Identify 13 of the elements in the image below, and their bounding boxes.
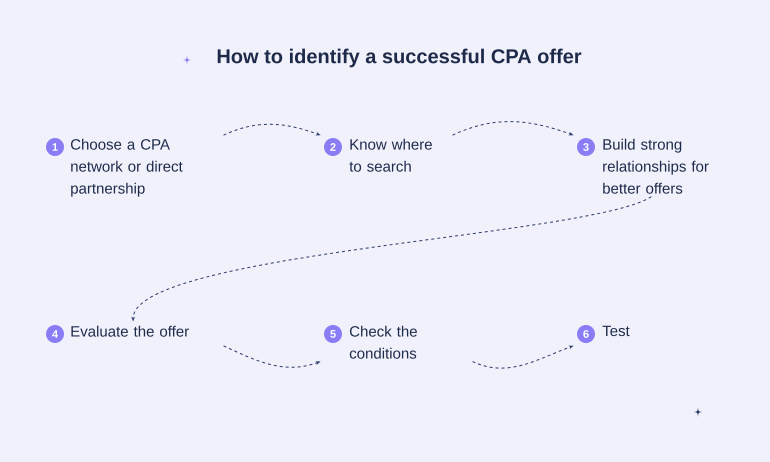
number-badge: 5	[324, 325, 342, 343]
step-text: Evaluate the offer	[71, 326, 189, 337]
number-badge: 4	[46, 325, 64, 343]
step-text: Know where to search	[349, 138, 432, 172]
step-text: Check the conditions	[350, 326, 417, 359]
number-badge: 3	[577, 138, 595, 156]
number-badge: 6	[577, 325, 595, 343]
title: How to identify a successful CPA offer	[218, 48, 582, 68]
number-badge: 2	[324, 138, 342, 156]
step-text: Choose a CPA network or direct partnership	[70, 138, 183, 197]
step-text: Build strong relationships for better offers	[603, 138, 709, 194]
step-text: Test	[602, 326, 630, 336]
number-badge: 1	[46, 138, 64, 156]
